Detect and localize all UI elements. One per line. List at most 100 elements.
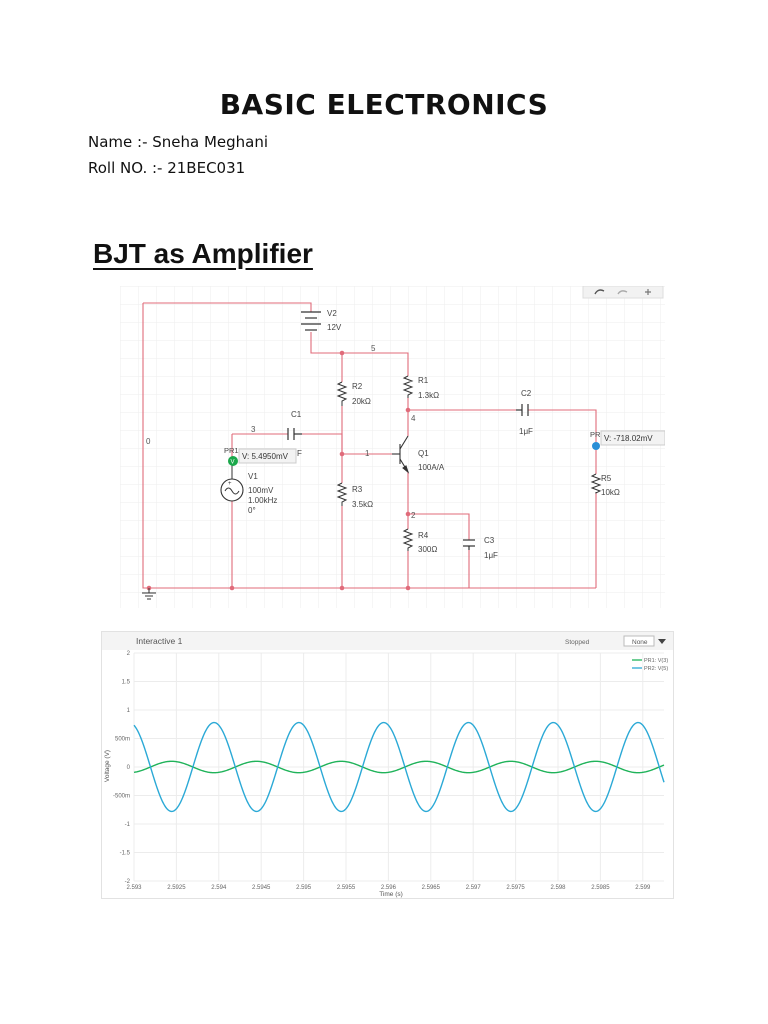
x-tick-label: 2.5975: [506, 885, 525, 891]
v1-amplitude: 100mV: [248, 486, 274, 495]
junction-dots: [146, 350, 411, 591]
x-tick-label: 2.5925: [167, 885, 186, 891]
pr1-label: PR1: [224, 446, 239, 455]
pr1-reading: V: 5.4950mV: [242, 452, 289, 461]
pr1-reading-box: [238, 448, 297, 464]
node-4: 4: [411, 414, 416, 423]
capacitor-c2[interactable]: [516, 404, 529, 416]
y-tick-label: 500m: [115, 737, 130, 743]
y-tick-label: 0: [127, 765, 131, 771]
probe-pr2[interactable]: [592, 442, 600, 450]
resistor-r2[interactable]: [336, 381, 348, 406]
x-tick-label: 2.5985: [591, 885, 610, 891]
r3-value: 3.5kΩ: [352, 500, 373, 509]
node-3: 3: [251, 425, 256, 434]
y-axis-label: Voltage (V): [104, 750, 111, 782]
x-tick-label: 2.5965: [422, 885, 441, 891]
x-tick-label: 2.596: [381, 885, 397, 891]
c2-value: 1μF: [519, 427, 533, 436]
battery-v2[interactable]: [301, 311, 321, 331]
chevron-down-icon[interactable]: [658, 639, 666, 644]
v2-label: V2: [327, 309, 337, 318]
student-name: Name :- Sneha Meghani: [88, 133, 269, 151]
resistor-r3[interactable]: [336, 482, 348, 506]
chart-series: [133, 721, 665, 813]
c3-value: 1μF: [484, 551, 498, 560]
svg-text:+: +: [228, 481, 232, 487]
node-5: 5: [371, 344, 376, 353]
y-tick-label: -500m: [113, 794, 130, 800]
r2-value: 20kΩ: [352, 397, 371, 406]
svg-text:V: V: [231, 460, 235, 466]
y-tick-label: -1: [125, 822, 131, 828]
v1-label: V1: [248, 472, 258, 481]
r5-label: R5: [601, 474, 612, 483]
pr2-reading: V: -718.02mV: [604, 434, 653, 443]
chart-grid: [133, 652, 664, 882]
node-1: 1: [365, 449, 370, 458]
dropdown-value: None: [632, 639, 648, 646]
x-axis-label: Time (s): [379, 891, 403, 898]
node-0: 0: [146, 437, 151, 446]
circuit-schematic: V2 12V R2 20kΩ R1 1.3kΩ R3 3.5kΩ R4 300Ω…: [120, 285, 666, 608]
y-tick-label: -2: [125, 879, 131, 885]
chart-title: Interactive 1: [136, 636, 183, 646]
roll-number: Roll NO. :- 21BEC031: [88, 159, 246, 177]
y-tick-label: 2: [127, 651, 131, 657]
chart-legend: PR1: V(3) PR2: V(5): [632, 658, 668, 672]
q1-value: 100A/A: [418, 463, 445, 472]
ac-source-v1[interactable]: +: [220, 458, 244, 502]
r5-value: 10kΩ: [601, 488, 620, 497]
r4-value: 300Ω: [418, 545, 437, 554]
legend-label: PR2: V(5): [644, 666, 668, 672]
node-2: 2: [411, 511, 416, 520]
q1-label: Q1: [418, 449, 429, 458]
r3-label: R3: [352, 485, 363, 494]
v1-phase: 0°: [248, 506, 256, 515]
x-tick-label: 2.597: [466, 885, 482, 891]
r1-label: R1: [418, 376, 429, 385]
x-tick-label: 2.5955: [337, 885, 356, 891]
series-dropdown[interactable]: None: [623, 635, 666, 647]
series-line-2: [133, 721, 665, 813]
ground-symbol: [142, 588, 156, 600]
plus-icon[interactable]: [645, 289, 651, 295]
x-tick-label: 2.594: [211, 885, 227, 891]
r2-label: R2: [352, 382, 363, 391]
redo-icon[interactable]: [617, 290, 628, 295]
capacitor-c1[interactable]: [287, 428, 302, 440]
x-tick-label: 2.599: [635, 885, 651, 891]
resistor-r5[interactable]: [590, 473, 602, 494]
pr2-label: PR2: [590, 430, 605, 439]
resistor-r1[interactable]: [402, 375, 414, 398]
circuit-wires: [142, 302, 597, 589]
v2-value: 12V: [327, 323, 342, 332]
x-axis-ticks: 2.593 2.5925 2.594 2.5945 2.595 2.5955 2.596 2.…: [126, 885, 650, 891]
schematic-toolbar[interactable]: [582, 285, 664, 299]
x-tick-label: 2.5945: [252, 885, 271, 891]
c2-label: C2: [521, 389, 532, 398]
grapher-header: [102, 632, 673, 650]
c1-value-fragment: F: [297, 449, 302, 458]
simulation-status: Stopped: [565, 639, 590, 646]
document-title: BASIC ELECTRONICS: [219, 88, 549, 121]
x-tick-label: 2.593: [126, 885, 142, 891]
capacitor-c3[interactable]: [463, 539, 475, 550]
y-tick-label: 1: [127, 708, 131, 714]
y-tick-label: 1.5: [122, 680, 131, 686]
r1-value: 1.3kΩ: [418, 391, 439, 400]
r4-label: R4: [418, 531, 429, 540]
x-tick-label: 2.598: [550, 885, 566, 891]
v1-frequency: 1.00kHz: [248, 496, 277, 505]
series-line-1: [133, 760, 665, 774]
c3-label: C3: [484, 536, 495, 545]
transistor-q1[interactable]: [392, 435, 410, 474]
x-tick-label: 2.595: [296, 885, 312, 891]
undo-icon[interactable]: [594, 289, 605, 295]
probe-pr1[interactable]: V: [228, 456, 238, 466]
resistor-r4[interactable]: [402, 528, 414, 551]
grapher-window: Interactive 1 Stopped None 2 1.5 1 500m 0 -50…: [101, 631, 674, 899]
section-heading: BJT as Amplifier: [93, 238, 313, 269]
legend-label: PR1: V(3): [644, 658, 668, 664]
